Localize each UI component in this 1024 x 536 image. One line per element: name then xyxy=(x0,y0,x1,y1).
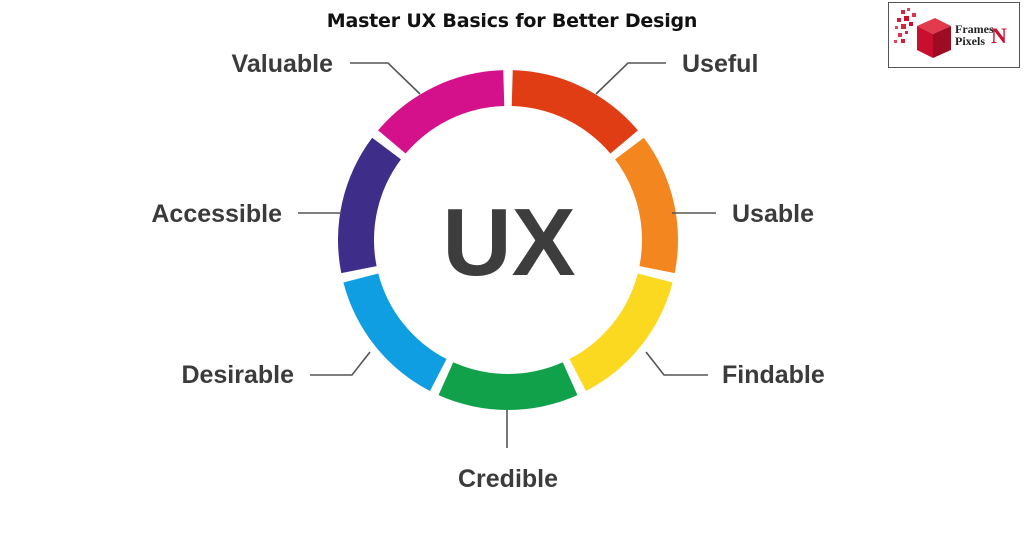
label-accessible: Accessible xyxy=(151,200,282,228)
logo-text-pixels: Pixels xyxy=(955,34,985,48)
segment-valuable xyxy=(378,70,505,154)
cube-logo-icon xyxy=(894,8,951,58)
frames-pixels-logo: Frames Pixels N xyxy=(888,2,1020,68)
segment-findable xyxy=(569,273,673,392)
connector-findable xyxy=(645,351,708,376)
connector-desirable xyxy=(310,351,371,376)
logo-text-frames: Frames xyxy=(955,22,994,36)
connector-valuable xyxy=(350,62,421,95)
connector-useful xyxy=(595,62,666,95)
label-valuable: Valuable xyxy=(232,50,334,78)
page-title: Master UX Basics for Better Design xyxy=(326,10,698,32)
logo-mark-n: N xyxy=(991,23,1007,48)
label-usable: Usable xyxy=(732,200,814,228)
segment-desirable xyxy=(343,273,447,392)
segment-usable xyxy=(615,137,678,274)
segment-credible xyxy=(438,362,578,410)
label-useful: Useful xyxy=(682,50,758,78)
segment-accessible xyxy=(338,137,401,274)
label-credible: Credible xyxy=(458,465,558,493)
center-label: UX xyxy=(442,189,575,296)
label-desirable: Desirable xyxy=(181,361,294,389)
label-findable: Findable xyxy=(722,361,825,389)
segment-useful xyxy=(511,70,638,154)
